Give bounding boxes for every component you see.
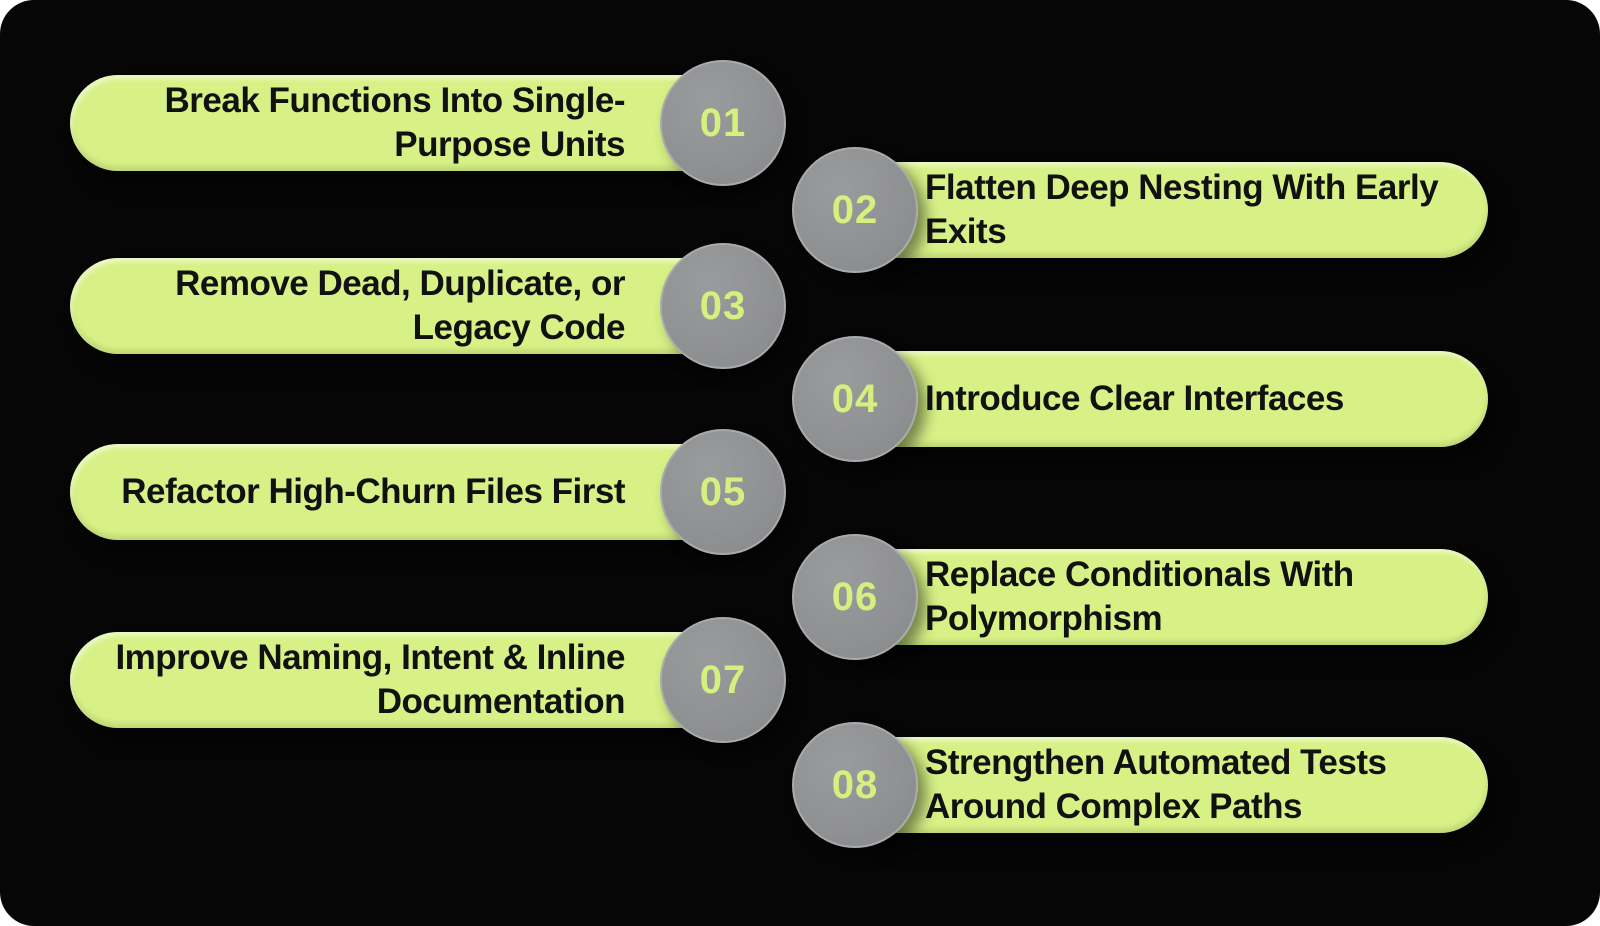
step-title-2: Flatten Deep Nesting With Early Exits bbox=[925, 168, 1439, 251]
step-bar-1: Break Functions Into Single- Purpose Uni… bbox=[70, 75, 740, 171]
step-item-6: Replace Conditionals With Polymorphism 0… bbox=[0, 534, 1600, 660]
step-number-circle-7: 07 bbox=[660, 617, 786, 743]
step-title-5: Refactor High-Churn Files First bbox=[121, 472, 625, 511]
step-number-3: 03 bbox=[699, 283, 747, 328]
step-item-1: Break Functions Into Single- Purpose Uni… bbox=[0, 60, 1600, 186]
step-bar-7: Improve Naming, Intent & Inline Document… bbox=[70, 632, 740, 728]
step-title-3: Remove Dead, Duplicate, or Legacy Code bbox=[175, 264, 625, 347]
step-item-7: Improve Naming, Intent & Inline Document… bbox=[0, 617, 1600, 743]
step-bar-4: Introduce Clear Interfaces bbox=[840, 351, 1488, 447]
step-number-2: 02 bbox=[831, 187, 879, 232]
step-number-circle-6: 06 bbox=[792, 534, 918, 660]
step-bar-5: Refactor High-Churn Files First bbox=[70, 444, 740, 540]
step-number-1: 01 bbox=[699, 100, 747, 145]
step-item-3: Remove Dead, Duplicate, or Legacy Code 0… bbox=[0, 243, 1600, 369]
step-title-6: Replace Conditionals With Polymorphism bbox=[925, 555, 1354, 638]
step-item-4: Introduce Clear Interfaces 04 bbox=[0, 336, 1600, 462]
step-number-6: 06 bbox=[831, 574, 879, 619]
step-number-4: 04 bbox=[831, 376, 879, 421]
step-number-circle-1: 01 bbox=[660, 60, 786, 186]
step-number-8: 08 bbox=[831, 762, 879, 807]
step-title-1: Break Functions Into Single- Purpose Uni… bbox=[164, 81, 626, 164]
step-item-8: Strengthen Automated Tests Around Comple… bbox=[0, 722, 1600, 848]
step-item-2: Flatten Deep Nesting With Early Exits 02 bbox=[0, 147, 1600, 273]
step-bar-3: Remove Dead, Duplicate, or Legacy Code bbox=[70, 258, 740, 354]
step-number-circle-3: 03 bbox=[660, 243, 786, 369]
step-bar-6: Replace Conditionals With Polymorphism bbox=[840, 549, 1488, 645]
step-title-7: Improve Naming, Intent & Inline Document… bbox=[115, 638, 625, 721]
step-bar-2: Flatten Deep Nesting With Early Exits bbox=[840, 162, 1488, 258]
step-number-7: 07 bbox=[699, 657, 747, 702]
step-number-circle-5: 05 bbox=[660, 429, 786, 555]
step-number-circle-2: 02 bbox=[792, 147, 918, 273]
step-title-4: Introduce Clear Interfaces bbox=[925, 379, 1344, 418]
step-title-8: Strengthen Automated Tests Around Comple… bbox=[925, 743, 1387, 826]
step-item-5: Refactor High-Churn Files First 05 bbox=[0, 429, 1600, 555]
step-bar-8: Strengthen Automated Tests Around Comple… bbox=[840, 737, 1488, 833]
step-number-5: 05 bbox=[699, 469, 747, 514]
step-number-circle-8: 08 bbox=[792, 722, 918, 848]
step-number-circle-4: 04 bbox=[792, 336, 918, 462]
